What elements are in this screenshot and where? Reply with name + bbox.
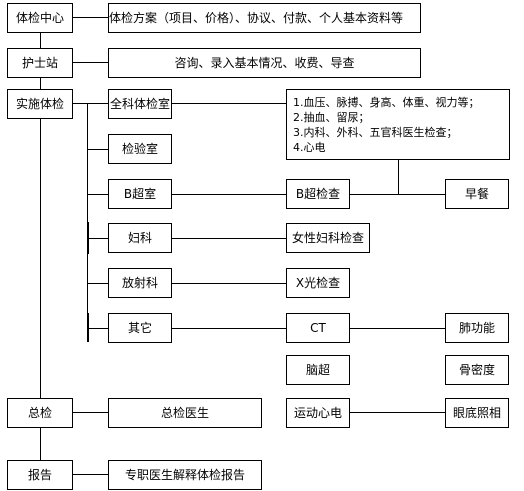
breakfast-box: 早餐 — [445, 179, 509, 209]
bultra-room-box: B超室 — [108, 179, 172, 209]
connector-xray — [172, 283, 286, 284]
exam-box: 实施体检 — [7, 89, 73, 119]
bultra-check-box: B超检查 — [286, 179, 350, 209]
center-desc-box: 体检方案（项目、价格）、协议、付款、个人基本资料等 — [108, 3, 421, 33]
general-items-box: 1.血压、脉搏、身高、体重、视力等； 2.抽血、留尿； 3.内科、外科、五官科医… — [286, 89, 510, 160]
other-box: 其它 — [108, 313, 172, 343]
exercise-ecg-box: 运动心电 — [286, 398, 350, 428]
nurse-station-box: 护士站 — [7, 48, 73, 78]
connector-items-down — [398, 160, 399, 194]
brain-ultrasound-box: 脑超 — [286, 355, 350, 385]
connector-exam-general — [73, 103, 108, 104]
general-item-2: 2.抽血、留尿； — [293, 110, 370, 124]
main-vertical-connector — [40, 33, 41, 461]
radiology-box: 放射科 — [108, 268, 172, 298]
connector-gyn-check — [172, 238, 286, 239]
connector-lab — [87, 149, 108, 150]
connector-breakfast — [350, 194, 445, 195]
gynecology-box: 妇科 — [108, 223, 172, 253]
gyn-check-box: 女性妇科检查 — [286, 223, 370, 253]
nurse-desc-box: 咨询、录入基本情况、收费、导查 — [108, 48, 421, 78]
health-center-box: 体检中心 — [7, 3, 73, 33]
connector-lung — [350, 328, 445, 329]
department-vertical-connector — [87, 103, 88, 328]
general-item-1: 1.血压、脉搏、身高、体重、视力等； — [293, 95, 480, 109]
connector-ct — [172, 328, 286, 329]
general-exam-room-box: 全科体检室 — [108, 89, 172, 119]
ct-box: CT — [286, 313, 350, 343]
lung-function-box: 肺功能 — [445, 313, 509, 343]
connector-tick-gyn — [87, 222, 89, 254]
report-doctor-box: 专职医生解释体检报告 — [108, 460, 262, 490]
connector-report-doc — [73, 474, 108, 475]
lab-box: 检验室 — [108, 134, 172, 164]
connector-center-desc — [73, 17, 108, 18]
connector-nurse-desc — [73, 62, 108, 63]
connector-radio — [87, 283, 108, 284]
general-item-4: 4.心电 — [293, 140, 326, 154]
connector-gyn — [87, 238, 108, 239]
summary-doctor-box: 总检医生 — [108, 398, 262, 428]
connector-summary-doc — [73, 412, 108, 413]
general-item-3: 3.内科、外科、五官科医生检查； — [293, 125, 458, 139]
xray-check-box: X光检查 — [286, 268, 350, 298]
connector-bultra-check — [172, 194, 286, 195]
fundus-photo-box: 眼底照相 — [445, 398, 509, 428]
connector-general-items — [172, 103, 286, 104]
connector-bultra — [87, 194, 108, 195]
report-box: 报告 — [7, 460, 73, 490]
summary-box: 总检 — [7, 398, 73, 428]
connector-tick-other — [87, 313, 89, 342]
connector-other — [87, 328, 108, 329]
bone-density-box: 骨密度 — [445, 355, 509, 385]
connector-fundus — [350, 412, 445, 413]
